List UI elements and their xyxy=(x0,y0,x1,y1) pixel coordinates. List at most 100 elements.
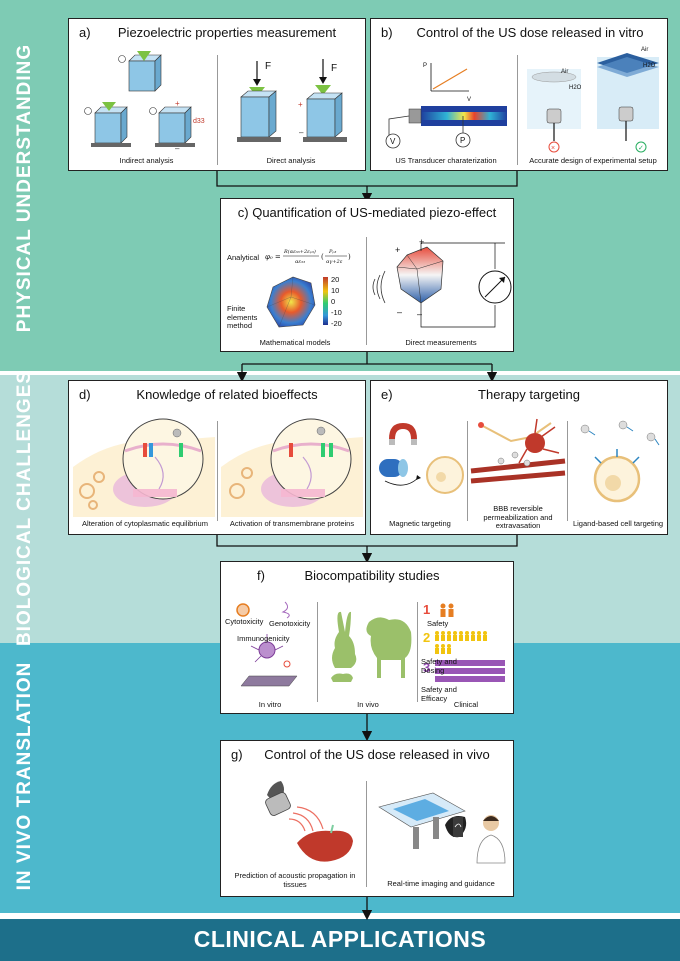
scale-tick-0: 0 xyxy=(331,297,336,306)
svg-text:–: – xyxy=(299,128,304,137)
svg-text:): ) xyxy=(348,253,351,261)
acoustic-propagation-caption: Prediction of acoustic propagation in ti… xyxy=(234,871,356,889)
force-label: F xyxy=(265,61,271,72)
magnetic-targeting-caption: Magnetic targeting xyxy=(389,519,451,528)
real-time-imaging-caption: Real-time imaging and guidance xyxy=(387,879,495,888)
svg-text:–: – xyxy=(397,307,402,317)
svg-text:Air: Air xyxy=(561,69,568,75)
box-us-dose-in-vivo: g) Control of the US dose released in vi… xyxy=(220,740,514,897)
cytoplasmatic-equilibrium-illustration xyxy=(73,418,215,517)
indirect-analysis-illustration: d33 + – xyxy=(84,51,205,153)
svg-text:+: + xyxy=(395,245,400,255)
svg-text:(: ( xyxy=(321,253,324,261)
clinical-caption: Clinical xyxy=(453,700,479,709)
experimental-setup-illustration: Air H2O × Air H2O ✓ xyxy=(527,47,659,153)
finite-elements-label: Finite elements method xyxy=(227,304,258,331)
scale-tick-20: 20 xyxy=(331,275,340,284)
box-e-letter: e) xyxy=(381,387,393,402)
box-c-divider xyxy=(366,237,367,345)
box-quantification-piezo-effect: c) Quantification of US-mediated piezo-e… xyxy=(220,198,514,352)
box-piezoelectric-measurement: a) Piezoelectric properties measurement … xyxy=(68,18,366,171)
box-b-letter: b) xyxy=(381,25,393,40)
scale-tick-neg20: -20 xyxy=(331,319,342,328)
box-e-title: Therapy targeting xyxy=(478,387,580,402)
box-g-divider xyxy=(366,781,367,887)
phase-1-label: Safety xyxy=(427,619,449,628)
genotoxicity-label: Genotoxicity xyxy=(269,619,311,628)
box-f-divider-2 xyxy=(417,602,418,702)
box-us-dose-in-vitro: b) Control of the US dose released in vi… xyxy=(370,18,668,171)
transmembrane-caption: Activation of transmembrane proteins xyxy=(229,519,355,528)
ligand-targeting-illustration xyxy=(580,420,660,503)
svg-text:R(αε₃₃+2εₚ₃): R(αε₃₃+2εₚ₃) xyxy=(283,248,316,255)
mathematical-models-caption: Mathematical models xyxy=(259,338,331,347)
svg-text:×: × xyxy=(551,145,555,152)
svg-text:F: F xyxy=(331,63,337,74)
in-vivo-animals-illustration xyxy=(331,611,412,682)
acoustic-propagation-illustration xyxy=(265,781,353,862)
immunogenicity-label: Immunogenicity xyxy=(237,634,290,643)
phase-3-label: Safety and Efficacy xyxy=(421,685,457,703)
svg-text:H2O: H2O xyxy=(569,85,582,91)
svg-text:–: – xyxy=(175,144,180,153)
svg-text:✓: ✓ xyxy=(638,145,644,152)
svg-text:αγ+2ε: αγ+2ε xyxy=(326,259,343,265)
band-gap xyxy=(0,371,680,375)
svg-text:V: V xyxy=(467,97,471,103)
in-vitro-caption: In vitro xyxy=(258,700,282,709)
ligand-targeting-caption: Ligand-based cell targeting xyxy=(572,519,664,528)
box-d-letter: d) xyxy=(79,387,91,402)
svg-text:P: P xyxy=(460,136,465,145)
d33-label: d33 xyxy=(193,118,205,125)
svg-text:+: + xyxy=(175,99,180,108)
bbb-permeabilization-illustration xyxy=(470,418,566,484)
svg-text:3: 3 xyxy=(423,660,430,675)
box-c-title: c) Quantification of US-mediated piezo-e… xyxy=(237,205,497,220)
box-g-title: Control of the US dose released in vivo xyxy=(264,747,490,762)
box-a-divider xyxy=(217,55,218,165)
box-biocompatibility-studies: f) Biocompatibility studies Cytotoxicity… xyxy=(220,561,514,714)
real-time-imaging-illustration xyxy=(378,792,506,864)
phase-2-label: Safety and Dosing xyxy=(421,657,457,675)
direct-analysis-caption: Direct analysis xyxy=(266,156,316,165)
box-d-divider xyxy=(217,421,218,521)
analytical-formula: φ₀ = R(αε₃₃+2εₚ₃) αε₃₃ ( Pₚ₃ αγ+2ε ) xyxy=(265,248,351,265)
svg-text:V: V xyxy=(390,137,396,146)
box-b-divider xyxy=(517,55,518,165)
svg-text:αε₃₃: αε₃₃ xyxy=(295,259,305,265)
svg-text:–: – xyxy=(417,309,422,319)
in-vitro-illustration xyxy=(236,601,298,687)
direct-measurements-caption: Direct measurements xyxy=(405,338,477,347)
box-a-title: Piezoelectric properties measurement xyxy=(117,25,337,40)
svg-text:P: P xyxy=(423,63,427,69)
direct-analysis-illustration: F + – F xyxy=(237,59,347,142)
box-g-letter: g) xyxy=(231,747,243,762)
box-a-letter: a) xyxy=(79,25,91,40)
svg-text:2: 2 xyxy=(423,630,430,645)
box-therapy-targeting: e) Therapy targeting Magnetic targeting … xyxy=(370,380,668,535)
finite-element-model xyxy=(266,276,328,328)
in-vivo-caption: In vivo xyxy=(357,700,379,709)
direct-measurement-illustration: + + – – xyxy=(372,237,512,328)
box-d-title: Knowledge of related bioeffects xyxy=(136,387,318,402)
cytoplasmatic-caption: Alteration of cytoplasmatic equilibrium xyxy=(82,519,208,528)
clinical-applications-label: CLINICAL APPLICATIONS xyxy=(193,926,487,952)
svg-text:Pₚ₃: Pₚ₃ xyxy=(328,249,336,255)
clinical-phases-illustration: 1 2 3 xyxy=(423,602,505,682)
band-gap-2 xyxy=(0,913,680,919)
svg-text:1: 1 xyxy=(423,602,430,617)
magnetic-targeting-illustration xyxy=(379,423,464,494)
transmembrane-proteins-illustration xyxy=(221,418,363,517)
svg-text:+: + xyxy=(298,100,303,109)
svg-text:Air: Air xyxy=(641,47,648,53)
experimental-setup-caption: Accurate design of experimental setup xyxy=(529,156,657,165)
box-e-divider-1 xyxy=(467,421,468,521)
scale-tick-neg10: -10 xyxy=(331,308,342,317)
us-transducer-characterization-illustration: P V V P xyxy=(385,63,507,149)
svg-text:H2O: H2O xyxy=(643,63,656,69)
svg-text:φ₀ =: φ₀ = xyxy=(265,253,281,261)
us-transducer-caption: US Transducer charaterization xyxy=(395,156,497,165)
box-b-title: Control of the US dose released in vitro xyxy=(416,25,644,40)
analytical-label: Analytical xyxy=(227,253,260,262)
